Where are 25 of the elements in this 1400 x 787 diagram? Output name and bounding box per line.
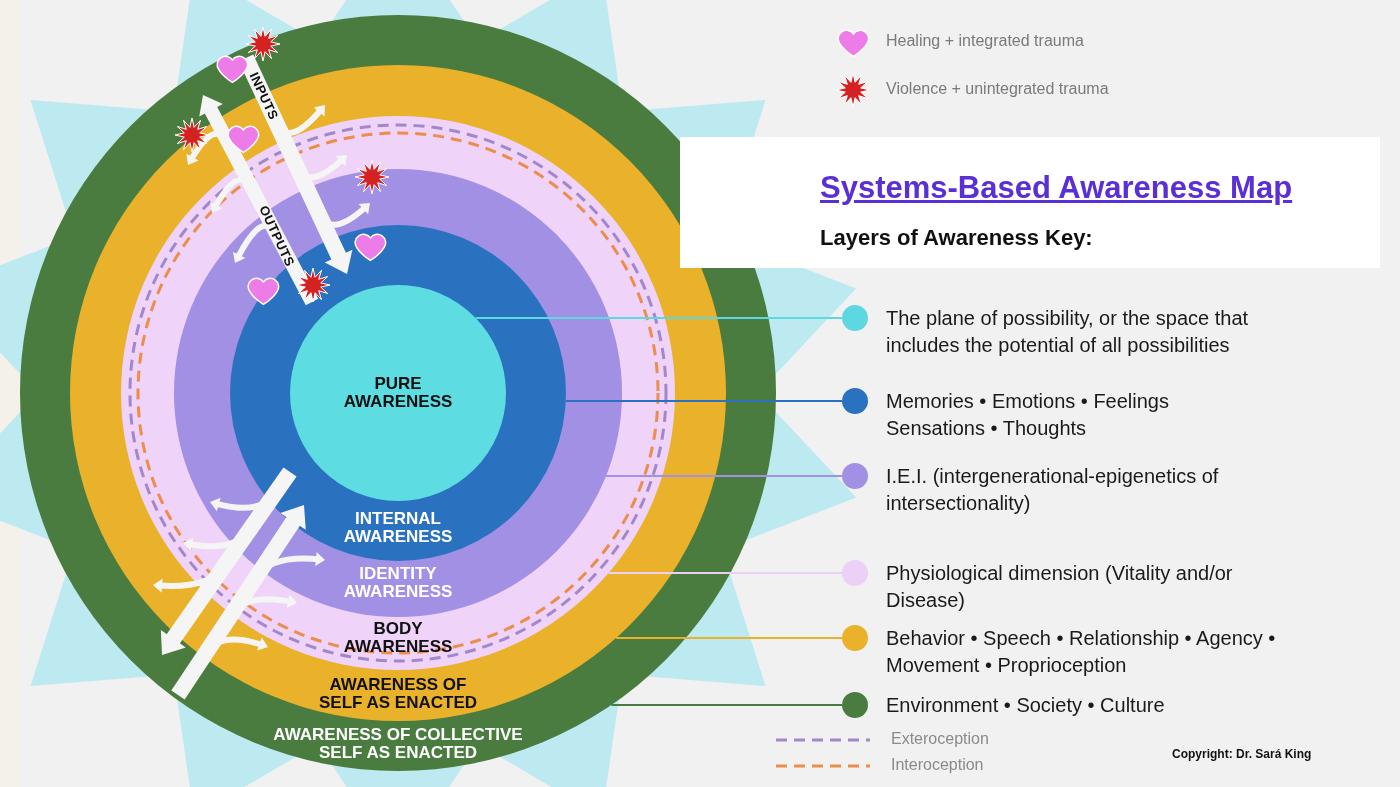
key-text: I.E.I. (intergenerational-epigenetics of intersectionality) [886, 464, 1220, 516]
leader-line [564, 400, 843, 402]
leader-line [610, 704, 843, 706]
legend-text: Interoception [891, 756, 984, 774]
leader-line [605, 475, 843, 477]
leader-line [607, 572, 843, 574]
key-text: Physiological dimension (Vitality and/or Disease) [886, 561, 1234, 613]
legend-text: Exteroception [891, 730, 989, 748]
key-text: Behavior • Speech • Relationship • Agency • Movement • Proprioception [886, 626, 1277, 678]
layer-label: IDENTITY AWARENESS [342, 565, 454, 601]
key-text: The plane of possibility, or the space that includes the potential of all possibilities [886, 306, 1250, 358]
leader-line [615, 637, 843, 639]
layer-label: AWARENESS OF COLLECTIVE SELF AS ENACTED [272, 726, 524, 762]
key-heading: Layers of Awareness Key: [820, 225, 1093, 251]
leader-line [474, 317, 843, 319]
key-text: Environment • Society • Culture [886, 693, 1166, 718]
legend-text: Healing + integrated trauma [886, 32, 1084, 50]
layer-label: BODY AWARENESS [342, 620, 454, 656]
title: Systems-Based Awareness Map [820, 170, 1293, 206]
key-text: Memories • Emotions • Feelings Sensations • Thoughts [886, 389, 1170, 441]
layer-label: PURE AWARENESS [342, 375, 454, 411]
copyright-note: Copyright: Dr. Sará King [1172, 747, 1312, 761]
layer-label: AWARENESS OF SELF AS ENACTED [317, 676, 478, 712]
legend-text: Violence + unintegrated trauma [886, 80, 1109, 98]
layer-label: INTERNAL AWARENESS [342, 510, 454, 546]
